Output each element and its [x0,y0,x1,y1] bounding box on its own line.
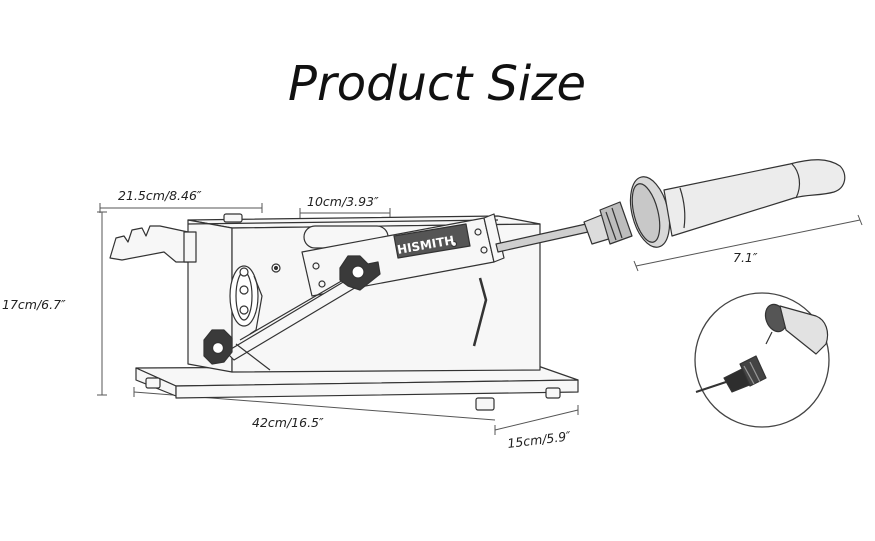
dim-line-height [97,211,107,396]
label-attachment-length: 7.1″ [733,250,758,265]
label-base-depth: 15cm/5.9″ [507,428,572,451]
dim-line-arm-width [99,203,263,213]
adjust-knob-lower [203,329,233,365]
label-stroke: 10cm/3.93″ [307,194,379,209]
label-height: 17cm/6.7″ [2,297,66,312]
dim-line-base-depth [494,405,579,435]
label-arm-width: 21.5cm/8.46″ [118,188,202,203]
base-plate [135,365,579,411]
dim-line-stroke [299,208,391,218]
label-base-length: 42cm/16.5″ [252,415,324,430]
cam-assembly [229,263,281,335]
machine-illustration [109,201,633,411]
page-title: Product Size [288,56,586,112]
dim-line-attachment-length [633,214,863,272]
attachment-illustration [629,159,846,248]
detail-callout [694,292,830,428]
quick-connector [583,201,633,245]
arm-bracket [109,225,197,263]
adjust-knob-upper [339,255,381,291]
